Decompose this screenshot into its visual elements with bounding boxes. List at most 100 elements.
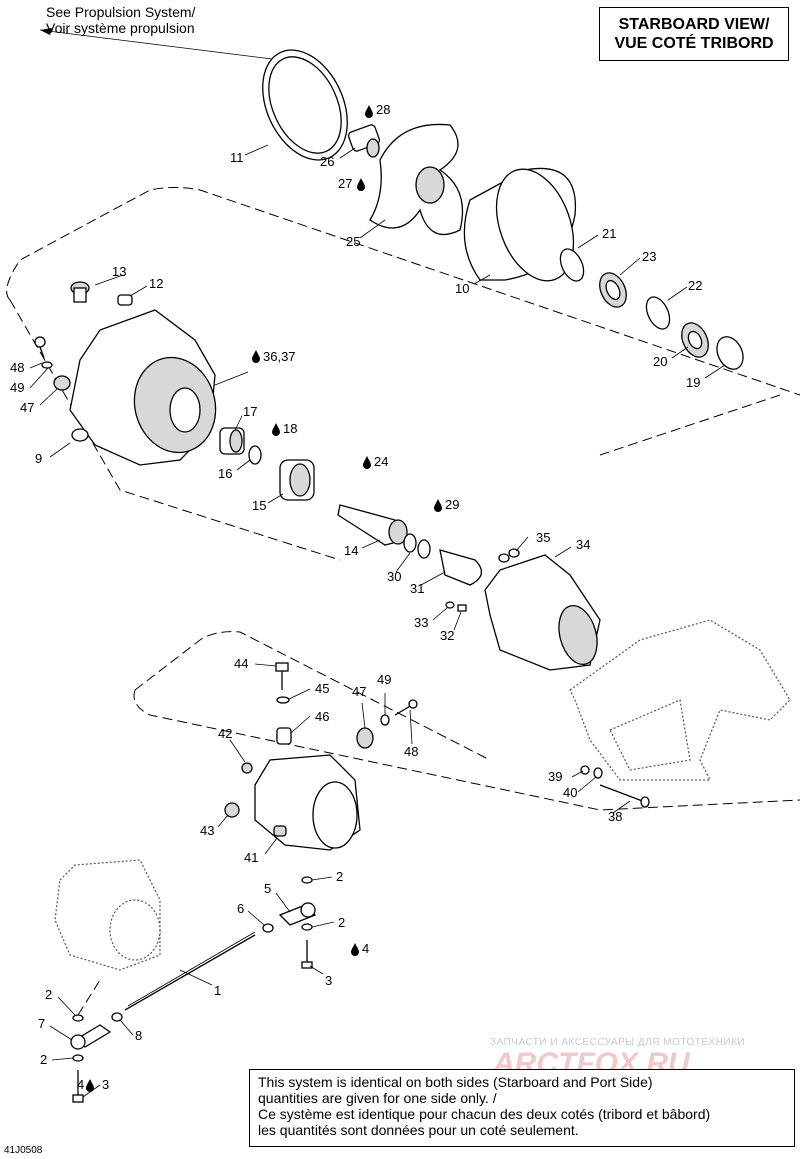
callout-35: 35: [536, 530, 550, 545]
propulsion-reference: See Propulsion System/ Voir système prop…: [46, 4, 195, 36]
callout-21: 21: [602, 226, 616, 241]
oil-drop-icon: [357, 178, 365, 191]
callout-2-b: 2: [338, 915, 345, 930]
part-48-bolt-right: [394, 699, 418, 716]
callout-43: 43: [200, 823, 214, 838]
callout-22: 22: [688, 278, 702, 293]
oil-drop-icon: [272, 423, 280, 436]
view-title-line-1: STARBOARD VIEW/: [618, 16, 770, 33]
note-line-1: This system is identical on both sides (…: [258, 1074, 653, 1090]
upper-group-outline: [6, 187, 800, 561]
callout-42: 42: [218, 726, 232, 741]
callout-41: 41: [244, 850, 258, 865]
callout-2-c: 2: [45, 987, 52, 1002]
callout-29: 29: [445, 497, 459, 512]
callout-11: 11: [230, 150, 244, 165]
callout-4-b: 4: [77, 1077, 84, 1092]
oil-drop-icon: [434, 499, 442, 512]
part-16-o-ring: [248, 445, 262, 465]
part-7-ball-joint: [70, 1024, 112, 1050]
part-3-screw-a: [301, 940, 313, 969]
part-40-washer: [593, 767, 603, 779]
part-47-bushing-right: [356, 727, 374, 749]
callout-36-37: 36,37: [263, 349, 296, 364]
part-39-nut: [580, 765, 590, 775]
part-43-nut: [224, 802, 240, 818]
part-2-washer-b: [301, 923, 313, 931]
part-11-wear-ring: [262, 49, 348, 161]
callout-49-left: 49: [10, 380, 24, 395]
callout-12: 12: [149, 276, 163, 291]
lower-group-outline: [133, 631, 800, 811]
callout-31: 31: [410, 581, 424, 596]
reference-line-2: Voir système propulsion: [46, 20, 195, 36]
part-23-seal: [599, 272, 627, 308]
callout-33: 33: [414, 615, 428, 630]
callout-47-left: 47: [20, 400, 34, 415]
callout-15: 15: [252, 498, 266, 513]
part-34-venturi: [484, 554, 601, 671]
callout-49-right: 49: [377, 672, 391, 687]
cable-connection-dash: [77, 979, 101, 1016]
part-49-washer-left: [41, 361, 53, 369]
part-17-sleeve: [219, 427, 245, 455]
callout-48-left: 48: [10, 360, 24, 375]
callout-47-right: 47: [352, 684, 366, 699]
callout-18: 18: [283, 421, 297, 436]
part-22-ring: [645, 296, 671, 330]
view-title-line-2: VUE COTÉ TRIBORD: [614, 35, 774, 52]
callout-25: 25: [346, 234, 360, 249]
callout-7: 7: [38, 1016, 45, 1031]
oil-drop-icon: [252, 350, 260, 363]
callout-24: 24: [374, 454, 388, 469]
part-30-o-ring-b: [417, 539, 431, 559]
figure-code: 41J0508: [4, 1145, 43, 1156]
callout-40: 40: [563, 785, 577, 800]
callout-26: 26: [320, 154, 334, 169]
part-2-washer-d: [72, 1054, 84, 1062]
callout-1: 1: [214, 983, 221, 998]
callout-2-d: 2: [40, 1052, 47, 1067]
callout-3-a: 3: [325, 973, 332, 988]
part-35-o-ring-a: [498, 553, 510, 563]
oil-drop-icon: [365, 105, 373, 118]
oil-drop-icon: [86, 1079, 94, 1092]
callout-2-a: 2: [336, 869, 343, 884]
part-15-bearing: [279, 459, 315, 501]
callout-9: 9: [35, 451, 42, 466]
callout-30: 30: [387, 569, 401, 584]
leader-lines: [29, 144, 726, 1098]
callout-32: 32: [440, 628, 454, 643]
callout-3-b: 3: [102, 1077, 109, 1092]
part-49-washer-right: [380, 714, 390, 726]
part-38-bolt: [599, 784, 650, 808]
part-13-plug: [70, 281, 90, 303]
part-14-drive-shaft: [337, 504, 408, 546]
part-10-liner: [463, 167, 577, 282]
callout-38: 38: [608, 809, 622, 824]
callout-19: 19: [686, 375, 700, 390]
part-5-ball-joint: [278, 902, 317, 926]
callout-46: 46: [315, 709, 329, 724]
callout-48-right: 48: [404, 744, 418, 759]
part-26-sleeve: [347, 124, 381, 158]
callout-17: 17: [243, 404, 257, 419]
part-25-impeller: [369, 123, 464, 236]
part-32-screw: [457, 604, 467, 612]
part-47-bushing-left: [53, 375, 71, 391]
callout-44: 44: [234, 656, 248, 671]
part-1-steering-cable: [124, 931, 256, 1011]
part-9-pump-housing: [69, 309, 217, 466]
part-45-washer: [276, 696, 290, 704]
callout-14: 14: [344, 543, 358, 558]
watermark-caption: ЗАПЧАСТИ И АКСЕССУАРЫ ДЛЯ МОТОТЕХНИКИ: [490, 1037, 746, 1048]
part-33-washer: [445, 601, 455, 609]
part-42-nut: [241, 762, 253, 774]
callout-5: 5: [264, 881, 271, 896]
note-line-3: Ce système est identique pour chacun des…: [258, 1106, 711, 1122]
part-44-bolt: [275, 662, 289, 690]
part-31-cover-cone: [439, 549, 482, 586]
callout-labels: 11 28 26 27 25 10 21 23 22 20 19 13 12 4…: [10, 102, 702, 1092]
callout-10: 10: [455, 281, 469, 296]
hull-bracket-outline: [569, 619, 791, 781]
